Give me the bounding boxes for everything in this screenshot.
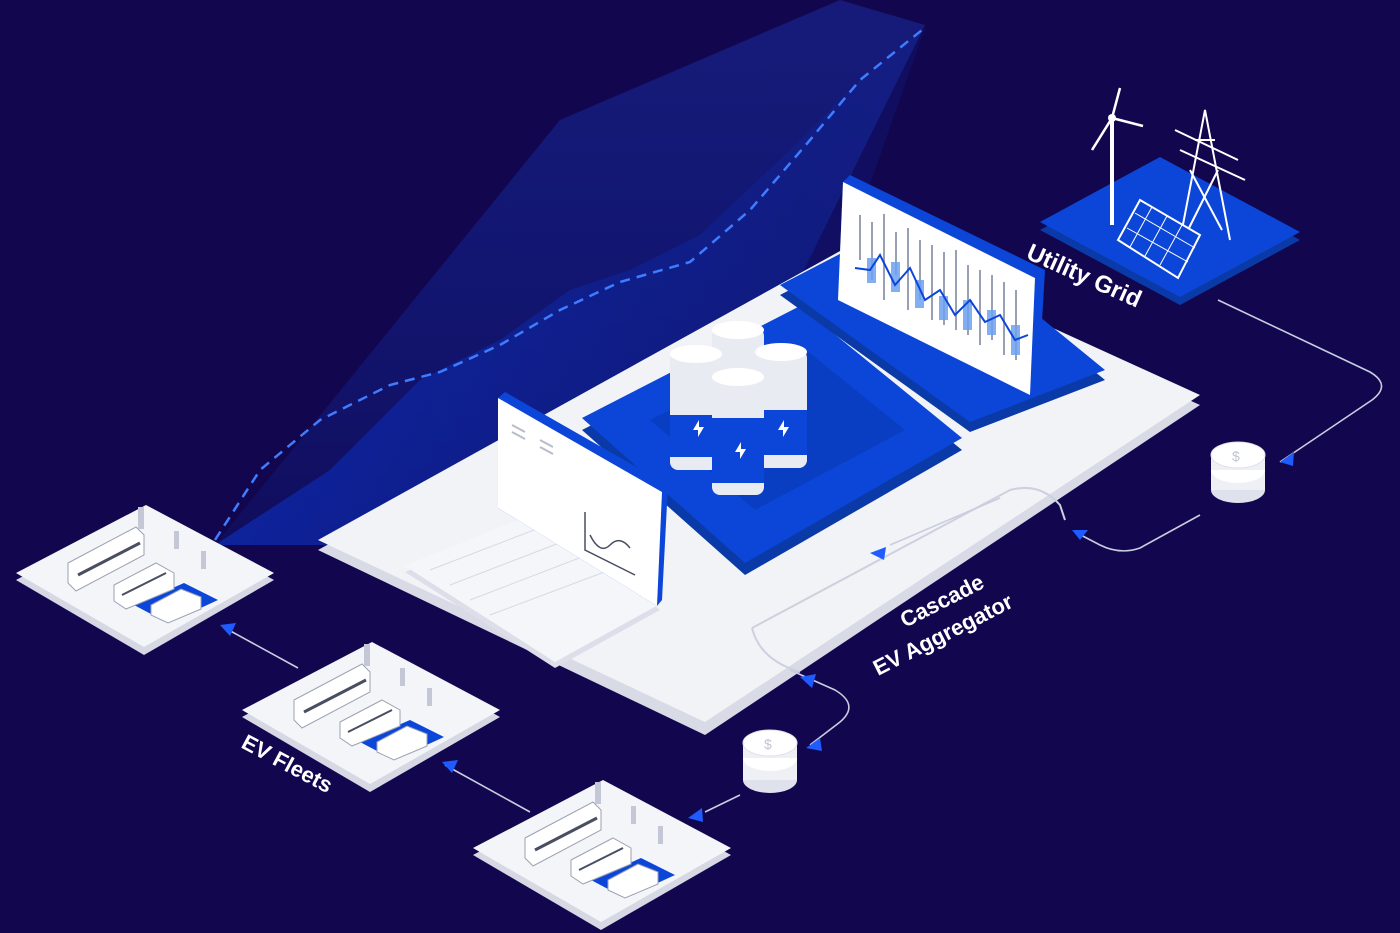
car-icon xyxy=(150,588,202,624)
charger-icon xyxy=(364,644,432,706)
bus-icon xyxy=(293,663,371,729)
battery-icon xyxy=(670,345,722,470)
battery-icon xyxy=(755,343,807,468)
flow-arrow-icon xyxy=(688,808,703,822)
van-icon xyxy=(570,837,632,885)
flow-arrows xyxy=(220,452,1294,822)
flow-arrow-icon xyxy=(800,674,816,688)
flow-arrow-icon xyxy=(442,760,458,773)
flow-connectors xyxy=(224,299,1383,813)
bus-icon xyxy=(67,526,145,592)
flow-arrow-icon xyxy=(1280,452,1294,466)
flow-arrow-icon xyxy=(1072,530,1088,540)
van-icon xyxy=(339,699,401,747)
ev-fleet-tile xyxy=(242,642,500,792)
wind-turbine-icon xyxy=(1090,87,1144,225)
utility-grid-tile: Utility Grid xyxy=(1023,87,1300,313)
charger-icon xyxy=(595,782,663,844)
svg-text:$: $ xyxy=(1232,448,1240,464)
aggregator-path-outline xyxy=(751,486,1066,629)
solar-panel-icon xyxy=(1116,198,1202,280)
bus-icon xyxy=(524,801,602,867)
flow-arrow-icon xyxy=(870,547,886,560)
car-icon xyxy=(376,725,428,761)
svg-text:$: $ xyxy=(764,736,772,752)
flow-arrow-icon xyxy=(806,738,822,751)
van-icon xyxy=(113,562,175,610)
battery-icon xyxy=(712,368,764,495)
ev-fleet-tile xyxy=(16,505,274,655)
dashboard-screen-icon xyxy=(838,175,1045,395)
transmission-tower-icon xyxy=(1174,109,1246,241)
coin-stack-icon: $ xyxy=(1210,441,1266,503)
laptop-icon xyxy=(405,392,668,668)
flow-arrow-icon xyxy=(220,623,236,636)
ev-fleet-tile xyxy=(473,780,731,930)
charger-icon xyxy=(138,507,206,569)
battery-cluster xyxy=(670,321,807,495)
demand-dashed-line xyxy=(213,29,923,541)
car-icon xyxy=(607,863,659,899)
coin-stack-icon: $ xyxy=(742,729,798,793)
